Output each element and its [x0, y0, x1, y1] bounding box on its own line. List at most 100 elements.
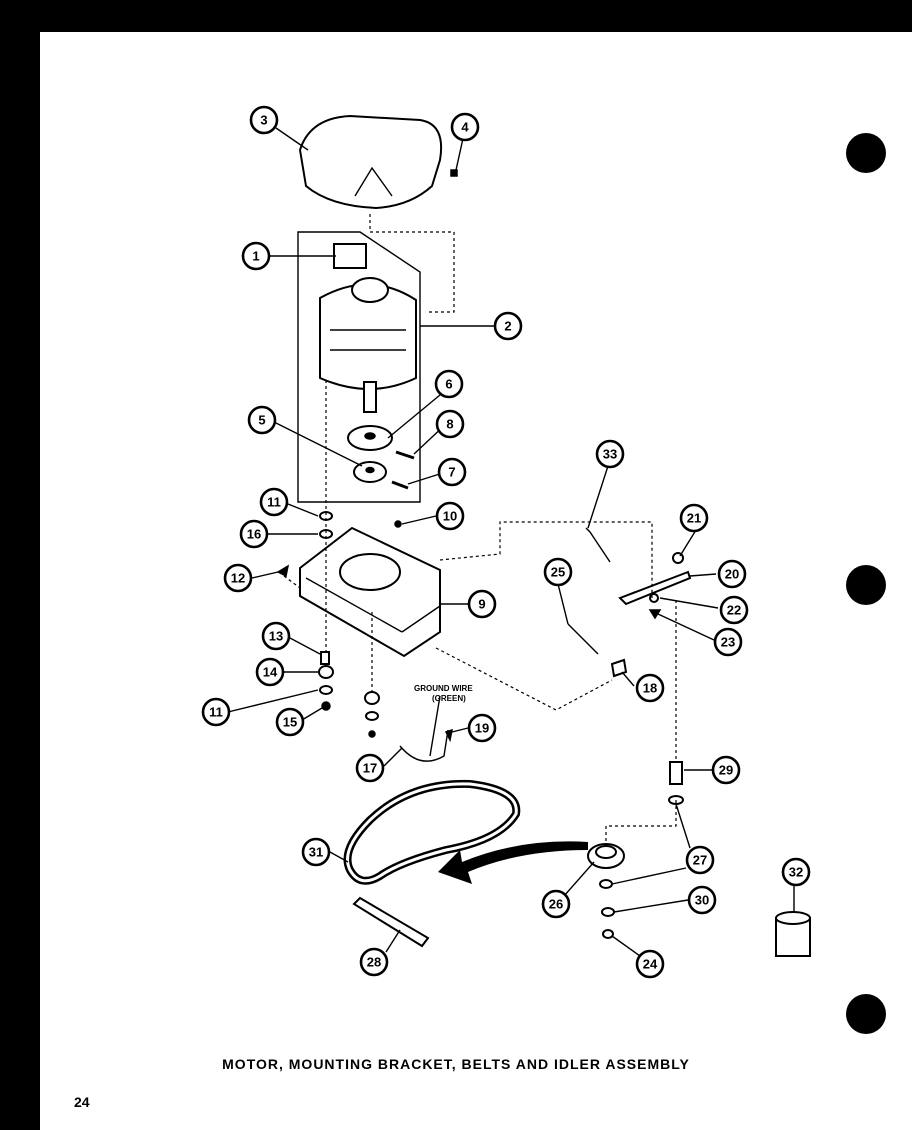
- binder-hole-middle: [846, 565, 886, 605]
- svg-text:11: 11: [267, 495, 281, 510]
- svg-text:5: 5: [258, 413, 265, 428]
- callout-18: 19: [467, 713, 497, 743]
- binder-hole-bottom: [846, 994, 886, 1034]
- alignment-lines: [283, 214, 677, 842]
- washer-27: [602, 929, 614, 939]
- callout-12: 12: [223, 563, 253, 593]
- nut-16: [321, 701, 331, 711]
- svg-text:21: 21: [687, 511, 701, 526]
- callout-20: 20: [717, 559, 747, 589]
- grommet-15: [318, 665, 334, 679]
- svg-text:23: 23: [721, 635, 735, 650]
- svg-text:11: 11: [209, 705, 223, 720]
- screw-23: [648, 609, 662, 620]
- svg-text:32: 32: [789, 865, 803, 880]
- svg-text:7: 7: [448, 465, 455, 480]
- svg-text:29: 29: [719, 763, 733, 778]
- ground-wire-label: GROUND WIRE: [414, 684, 473, 693]
- svg-text:22: 22: [727, 603, 741, 618]
- callout-23: 23: [713, 627, 743, 657]
- grommet-lower: [364, 691, 380, 705]
- idler-pulley-part-25: [587, 843, 625, 869]
- belt-part-30: [343, 779, 521, 885]
- diagram-caption: MOTOR, MOUNTING BRACKET, BELTS AND IDLER…: [222, 1056, 690, 1072]
- idler-arm-part-20: [618, 570, 692, 606]
- svg-text:33: 33: [603, 447, 617, 462]
- nut-10: [394, 520, 402, 528]
- callout-1: 1: [241, 241, 271, 271]
- callout-31: 30: [687, 885, 717, 915]
- callout-22: 22: [719, 595, 749, 625]
- callout-29: 28: [359, 947, 389, 977]
- callout-19: 18: [635, 673, 665, 703]
- svg-text:30: 30: [695, 893, 709, 908]
- svg-text:27: 27: [693, 853, 707, 868]
- svg-text:20: 20: [725, 567, 739, 582]
- ground-wire-part: [399, 729, 449, 762]
- screw-12: [276, 564, 290, 578]
- washer-22: [649, 593, 659, 603]
- callout-8: 8: [435, 409, 465, 439]
- svg-text:25: 25: [551, 565, 565, 580]
- callout-28: 29: [711, 755, 741, 785]
- svg-text:4: 4: [461, 120, 469, 135]
- callout-5: 5: [247, 405, 277, 435]
- svg-text:28: 28: [367, 955, 381, 970]
- svg-text:17: 17: [363, 761, 377, 776]
- callout-32: 32: [781, 857, 811, 887]
- callout-26: 27: [685, 845, 715, 875]
- svg-text:26: 26: [549, 897, 563, 912]
- washer-31: [601, 907, 615, 917]
- callout-13: 13: [261, 621, 291, 651]
- callout-24: 25: [543, 557, 573, 587]
- callout-25: 26: [541, 889, 571, 919]
- svg-text:2: 2: [504, 319, 511, 334]
- washer-26-bottom: [599, 879, 613, 889]
- callout-7: 7: [437, 457, 467, 487]
- callout-2: 2: [493, 311, 523, 341]
- mounting-bracket-part: [299, 526, 441, 658]
- svg-text:13: 13: [269, 629, 283, 644]
- screw-part-4: [450, 169, 458, 177]
- svg-text:12: 12: [231, 571, 245, 586]
- ground-wire-color-label: (GREEN): [432, 694, 466, 703]
- callout-4: 4: [450, 112, 480, 142]
- svg-text:24: 24: [643, 957, 658, 972]
- spring-part-33: [585, 527, 611, 563]
- callout-11-top: 11: [259, 487, 289, 517]
- diagram-sheet: [40, 32, 912, 1130]
- svg-text:31: 31: [309, 845, 323, 860]
- motor-part: [319, 277, 417, 413]
- svg-text:6: 6: [445, 377, 452, 392]
- callout-17: 17: [355, 753, 385, 783]
- shaft-part-28: [669, 761, 683, 785]
- washer-11-bottom: [319, 685, 333, 695]
- callout-14: 16: [239, 519, 269, 549]
- motor-cover-part: [298, 114, 442, 210]
- callout-leaders: [227, 127, 795, 957]
- callout-21: 21: [679, 503, 709, 533]
- svg-text:16: 16: [247, 527, 261, 542]
- callout-16: 15: [275, 707, 305, 737]
- motor-pulley-part: [347, 425, 393, 451]
- callout-30: 31: [301, 837, 331, 867]
- svg-text:18: 18: [643, 681, 657, 696]
- sleeve-13: [320, 651, 330, 665]
- svg-text:9: 9: [478, 597, 485, 612]
- callout-11-bottom: 11: [201, 697, 231, 727]
- motor-group-outline: [297, 231, 421, 503]
- callout-33: 33: [595, 439, 625, 469]
- belt-direction-arrow: [438, 841, 588, 884]
- svg-text:1: 1: [252, 249, 259, 264]
- nut-lower: [368, 730, 376, 738]
- pin-part-8: [395, 450, 415, 460]
- belt-part-29: [352, 896, 430, 948]
- capacitor-part-32: [775, 911, 811, 957]
- binder-hole-top: [846, 133, 886, 173]
- switch-part: [333, 243, 367, 269]
- callout-9: 9: [467, 589, 497, 619]
- svg-text:19: 19: [475, 721, 489, 736]
- callout-27: 24: [635, 949, 665, 979]
- screw-18: [444, 728, 453, 743]
- svg-text:10: 10: [443, 509, 457, 524]
